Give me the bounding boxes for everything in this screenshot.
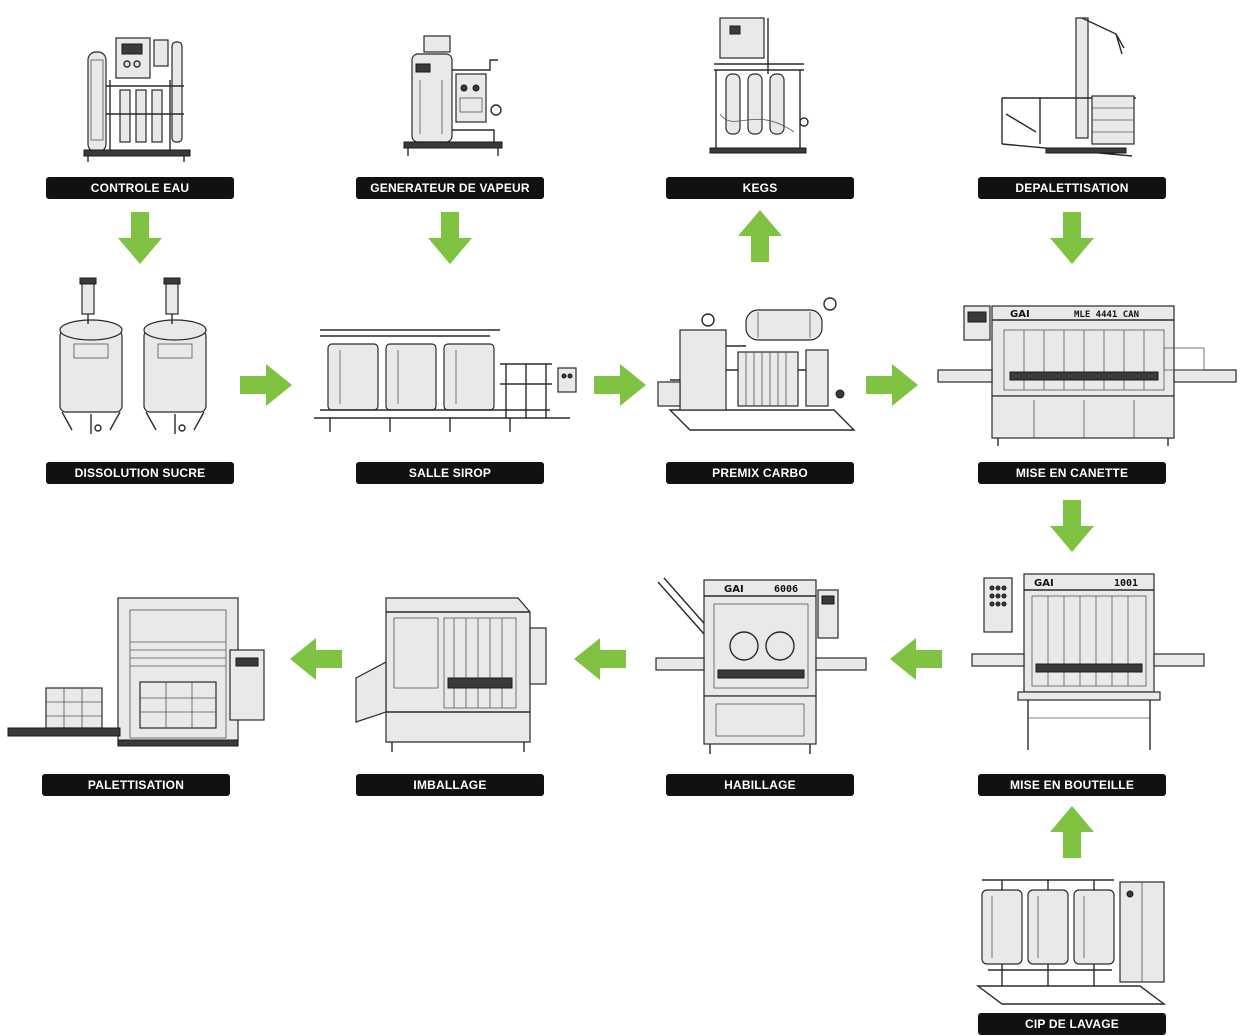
- step-label-dissolution-sucre: DISSOLUTION SUCRE: [46, 462, 234, 484]
- step-label-kegs: KEGS: [666, 177, 854, 199]
- packaging-machine-illustration: [355, 597, 547, 752]
- sugar-dissolution-tanks-illustration: [59, 277, 207, 434]
- habillage-brand-text: GAI: [724, 584, 744, 595]
- arrow-up-icon: [738, 210, 782, 262]
- water-control-machine-illustration: [83, 37, 191, 162]
- arrow-left-icon: [890, 638, 942, 680]
- step-label-premix-carbo: PREMIX CARBO: [666, 462, 854, 484]
- arrow-left-icon: [574, 638, 626, 680]
- arrow-left-icon: [290, 638, 342, 680]
- depalletizer-illustration: [1001, 17, 1136, 157]
- step-label-depalettisation: DEPALETTISATION: [978, 177, 1166, 199]
- kegs-machine-illustration: [709, 17, 809, 154]
- step-label-salle-sirop: SALLE SIROP: [356, 462, 544, 484]
- step-label-mise-en-canette: MISE EN CANETTE: [978, 462, 1166, 484]
- step-label-imballage: IMBALLAGE: [356, 774, 544, 796]
- bouteille-brand-text: GAI: [1034, 578, 1054, 589]
- canette-model-text: MLE 4441 CAN: [1074, 310, 1139, 320]
- habillage-model-text: 6006: [774, 584, 798, 595]
- cip-cleaning-unit-illustration: [975, 879, 1167, 1005]
- step-label-palettisation: PALETTISATION: [42, 774, 230, 796]
- canette-brand-text: GAI: [1010, 309, 1030, 320]
- arrow-down-icon: [1050, 212, 1094, 264]
- bottle-filling-machine-illustration: GAI 1001: [971, 573, 1205, 750]
- palletizer-illustration: [7, 597, 265, 747]
- can-filling-machine-illustration: GAI MLE 4441 CAN: [937, 305, 1237, 446]
- arrow-right-icon: [240, 364, 292, 406]
- step-label-controle-eau: CONTROLE EAU: [46, 177, 234, 199]
- arrow-up-icon: [1050, 806, 1094, 858]
- arrow-right-icon: [866, 364, 918, 406]
- arrow-down-icon: [1050, 500, 1094, 552]
- step-label-mise-en-bouteille: MISE EN BOUTEILLE: [978, 774, 1166, 796]
- arrow-down-icon: [118, 212, 162, 264]
- steam-generator-illustration: [403, 35, 503, 156]
- premix-carbonation-unit-illustration: [657, 297, 856, 431]
- arrow-right-icon: [594, 364, 646, 406]
- arrow-down-icon: [428, 212, 472, 264]
- step-label-habillage: HABILLAGE: [666, 774, 854, 796]
- syrup-room-illustration: [314, 329, 577, 432]
- step-label-generateur-vapeur: GENERATEUR DE VAPEUR: [356, 177, 544, 199]
- bouteille-model-text: 1001: [1114, 578, 1138, 589]
- labeling-machine-illustration: GAI 6006: [655, 577, 867, 754]
- step-label-cip-de-lavage: CIP DE LAVAGE: [978, 1013, 1166, 1035]
